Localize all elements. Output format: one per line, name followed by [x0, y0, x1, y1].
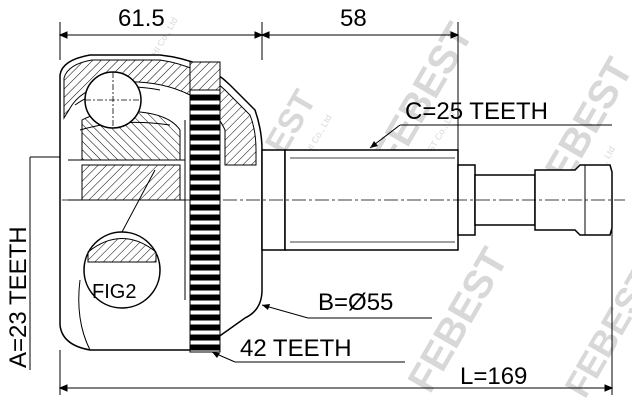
abs-tooth [189, 284, 221, 291]
abs-tooth [189, 314, 221, 321]
abs-tooth [189, 244, 221, 251]
watermark-brand: FEBEST [556, 261, 632, 400]
abs-tooth [189, 184, 221, 191]
abs-tooth [189, 94, 221, 101]
abs-tooth [189, 164, 221, 171]
abs-teeth [189, 94, 221, 351]
abs-tooth [189, 154, 221, 161]
dimension-line-bottom [58, 215, 614, 395]
abs-tooth [189, 194, 221, 201]
b-diameter-callout: B=Ø55 [261, 289, 432, 319]
abs-ring-hatch [189, 61, 221, 91]
abs-tone-ring [189, 61, 221, 353]
housing-lower-hatch [81, 164, 181, 201]
abs-tooth [189, 344, 221, 351]
abs-tooth [189, 224, 221, 231]
fig2-detail: FIG2 [83, 169, 161, 309]
abs-tooth [189, 274, 221, 281]
a-teeth-label: A=23 TEETH [5, 226, 32, 368]
abs-tooth [189, 124, 221, 131]
abs-tooth [189, 234, 221, 241]
abs-tooth [189, 214, 221, 221]
abs-tooth [189, 134, 221, 141]
dimension-label-61-5: 61.5 [118, 5, 165, 32]
abs-tooth [189, 114, 221, 121]
dimension-lines-top [58, 22, 460, 165]
abs-teeth-label: 42 TEETH [240, 335, 352, 362]
abs-teeth-callout: 42 TEETH [211, 335, 405, 363]
b-diameter-label: B=Ø55 [318, 289, 393, 316]
abs-tooth [189, 334, 221, 341]
abs-tooth [189, 294, 221, 301]
dimension-label-58: 58 [340, 5, 367, 32]
ball-bearing [84, 71, 142, 129]
abs-tooth [189, 204, 221, 211]
abs-tooth [189, 144, 221, 151]
a-teeth-callout: A=23 TEETH [5, 154, 80, 370]
abs-tooth [189, 104, 221, 111]
c-teeth-callout: C=25 TEETH [369, 98, 612, 149]
abs-tooth [189, 254, 221, 261]
abs-tooth [189, 174, 221, 181]
dimension-label-overall: L=169 [460, 363, 527, 390]
abs-tooth [189, 324, 221, 331]
abs-tooth [189, 264, 221, 271]
fig2-label: FIG2 [92, 281, 136, 303]
abs-tooth [189, 304, 221, 311]
c-teeth-label: C=25 TEETH [405, 98, 548, 125]
